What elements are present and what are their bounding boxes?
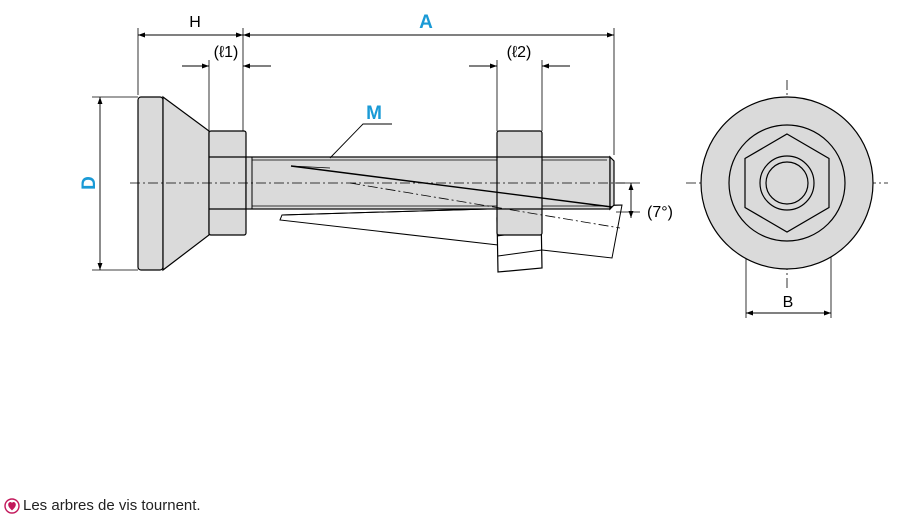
label-l2: (ℓ2) — [507, 44, 532, 61]
dimension-lines — [97, 32, 831, 316]
label-l1: (ℓ1) — [214, 44, 239, 61]
label-h: H — [189, 14, 201, 31]
leader-m — [329, 123, 392, 159]
foot-base-pad — [137, 96, 164, 271]
label-m: M — [366, 103, 382, 124]
end-view-shaft-inner — [765, 161, 809, 205]
foot-cone — [162, 95, 210, 272]
footnote: Les arbres de vis tournent. — [4, 497, 201, 514]
label-angle: (7°) — [647, 204, 673, 221]
end-view — [700, 96, 874, 270]
footnote-text: Les arbres de vis tournent. — [23, 497, 201, 514]
label-a: A — [419, 12, 433, 33]
tip-marker-icon — [4, 497, 20, 514]
label-b: B — [783, 294, 794, 311]
label-d: D — [79, 176, 100, 190]
